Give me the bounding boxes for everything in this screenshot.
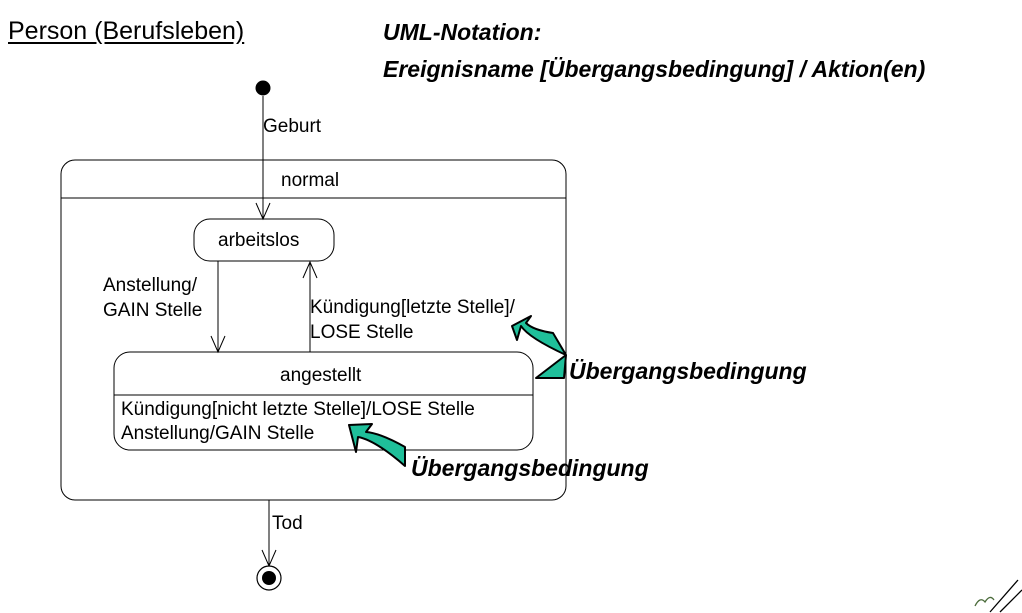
transition-hire-arrow	[210, 261, 226, 354]
annotation-uebergangsbedingung-2: Übergangsbedingung	[411, 455, 649, 481]
diagram-title: Person (Berufsleben)	[8, 17, 245, 45]
composite-state-name: normal	[281, 170, 340, 191]
transition-birth-label: Geburt	[263, 116, 322, 137]
transition-hire-line1: Anstellung/	[103, 275, 198, 296]
initial-state	[255, 80, 271, 96]
notation-syntax: Ereignisname [Übergangsbedingung] / Akti…	[383, 56, 926, 82]
final-state	[256, 565, 282, 591]
transition-hire-line2: GAIN Stelle	[103, 300, 203, 321]
state-angestellt-label: angestellt	[280, 365, 362, 386]
state-arbeitslos-label: arbeitslos	[218, 230, 300, 251]
state-arbeitslos	[193, 218, 335, 262]
transition-fire-line1: Kündigung[letzte Stelle]/	[310, 297, 515, 318]
composite-state-normal	[60, 159, 567, 501]
transition-birth-arrow	[255, 96, 271, 221]
transition-fire-arrow	[302, 260, 318, 352]
internal-transition-1: Kündigung[nicht letzte Stelle]/LOSE Stel…	[121, 399, 475, 420]
internal-transition-2: Anstellung/GAIN Stelle	[121, 423, 315, 444]
logo-icon	[974, 579, 1022, 613]
notation-heading: UML-Notation:	[383, 19, 542, 45]
annotation-arrow-1	[511, 315, 567, 379]
annotation-arrow-2	[348, 423, 406, 467]
transition-death-label: Tod	[272, 513, 303, 534]
annotation-uebergangsbedingung-1: Übergangsbedingung	[569, 358, 807, 384]
state-angestellt	[113, 351, 534, 451]
transition-fire-line2: LOSE Stelle	[310, 322, 414, 343]
transition-death-arrow	[261, 500, 277, 568]
